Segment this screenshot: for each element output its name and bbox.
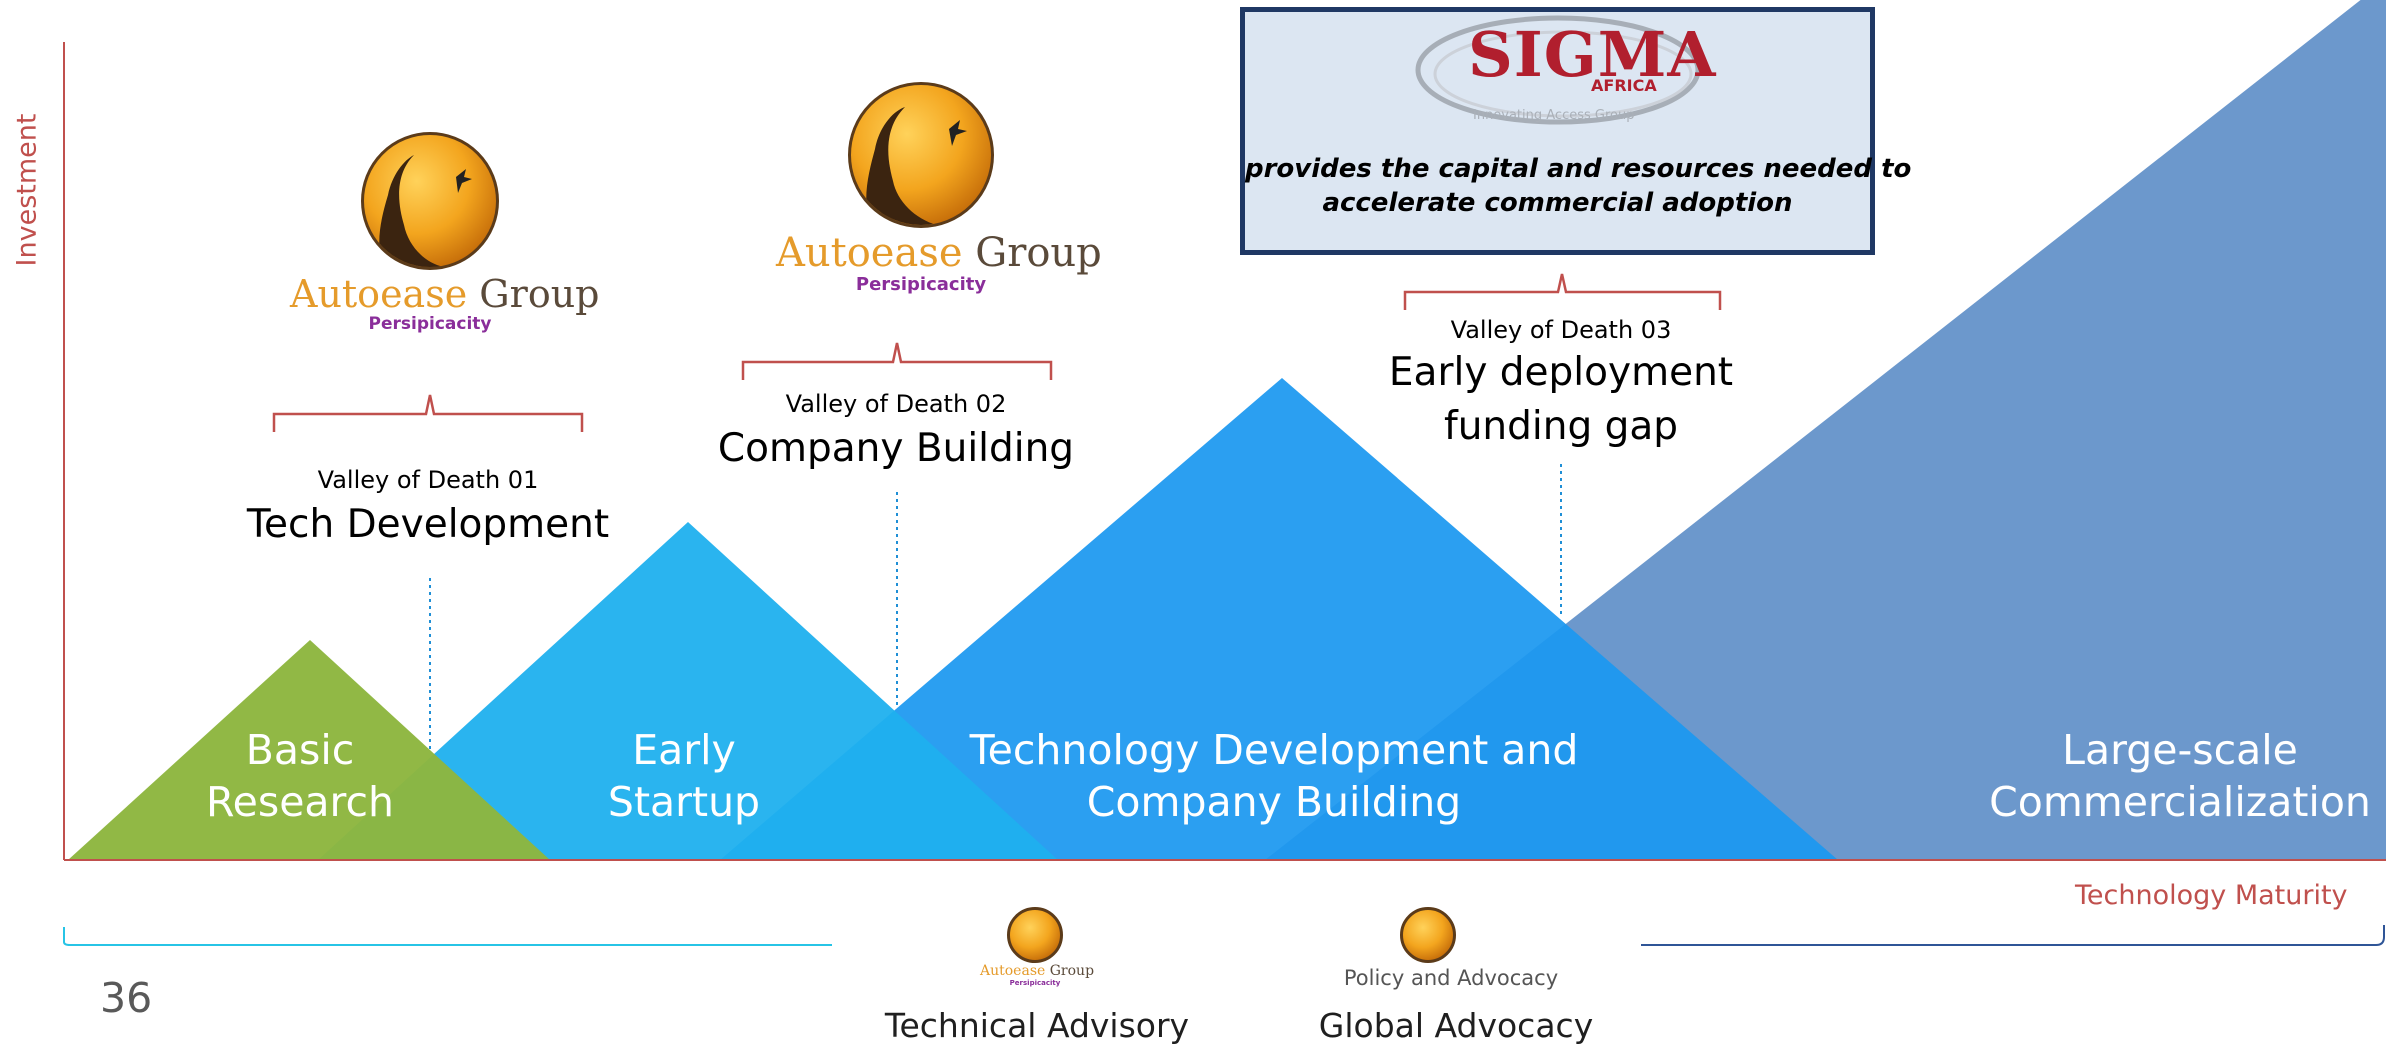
technical-advisory-label: Technical Advisory bbox=[884, 1006, 1190, 1045]
policy-emblem bbox=[1400, 907, 1456, 963]
stage-shape-early-startup bbox=[318, 522, 1058, 860]
autoease-logo-small: Autoease Group Persipicacity bbox=[980, 907, 1094, 987]
valley-01-title: Tech Development bbox=[246, 502, 610, 547]
valley-03-bracket bbox=[1403, 273, 1722, 310]
autoease-logo-2: Autoease Group Persipicacity bbox=[776, 82, 1102, 295]
stage-label-early-startup: Early Startup bbox=[607, 726, 761, 826]
bottom-bracket-right bbox=[1641, 925, 2385, 946]
sigma-tagline: Innovating Access Group bbox=[1473, 108, 1635, 123]
valley-02-bracket bbox=[741, 342, 1053, 380]
sigma-statement: provides the capital and resources neede… bbox=[1245, 154, 1912, 218]
autoease-emblem-icon bbox=[361, 132, 499, 270]
stage-label-tech-development: Technology Development and Company Build… bbox=[969, 726, 1579, 826]
sigma-brand: SIGMA bbox=[1468, 18, 1717, 91]
x-axis-label: Technology Maturity bbox=[2075, 880, 2348, 911]
autoease-tagline-small: Persipicacity bbox=[1009, 979, 1061, 987]
autoease-group-word-1: Group bbox=[479, 272, 600, 316]
sigma-africa-callout: SIGMA AFRICA Innovating Access Group pro… bbox=[1240, 7, 1912, 255]
autoease-emblem-icon bbox=[1400, 907, 1456, 963]
autoease-group-word-small: Group bbox=[1049, 963, 1095, 979]
autoease-word-2: Autoease bbox=[776, 230, 963, 276]
stage-shape-basic-research bbox=[68, 640, 550, 860]
y-axis-label: Investment bbox=[11, 113, 43, 267]
autoease-emblem-icon bbox=[848, 82, 994, 228]
autoease-tagline-1: Persipicacity bbox=[368, 314, 492, 334]
stage-shape-tech-development bbox=[720, 378, 1838, 860]
bottom-bracket-left bbox=[63, 927, 832, 946]
page-number: 36 bbox=[100, 974, 153, 1022]
valley-02-title: Company Building bbox=[717, 426, 1075, 471]
autoease-word-1: Autoease bbox=[290, 272, 468, 316]
valley-02-number: Valley of Death 02 bbox=[785, 390, 1007, 418]
autoease-word-small: Autoease bbox=[980, 963, 1046, 979]
autoease-emblem-icon bbox=[1007, 907, 1063, 963]
valley-03-number: Valley of Death 03 bbox=[1450, 316, 1672, 344]
valley-01-bracket bbox=[272, 394, 584, 432]
sigma-swoosh-icon bbox=[1415, 15, 1701, 125]
policy-caption: Policy and Advocacy bbox=[1343, 966, 1559, 990]
autoease-group-word-2: Group bbox=[975, 230, 1102, 276]
stage-label-basic-research: Basic Research bbox=[205, 726, 395, 826]
global-advocacy-label: Global Advocacy bbox=[1318, 1006, 1594, 1045]
valley-01-number: Valley of Death 01 bbox=[317, 466, 539, 494]
valley-03-title: Early deployment funding gap bbox=[1388, 350, 1734, 449]
stage-label-commercialization: Large-scale Commercialization bbox=[1989, 726, 2371, 826]
sigma-sub: AFRICA bbox=[1591, 76, 1657, 95]
autoease-tagline-2: Persipicacity bbox=[855, 274, 987, 295]
autoease-logo-1: Autoease Group Persipicacity bbox=[290, 132, 600, 334]
